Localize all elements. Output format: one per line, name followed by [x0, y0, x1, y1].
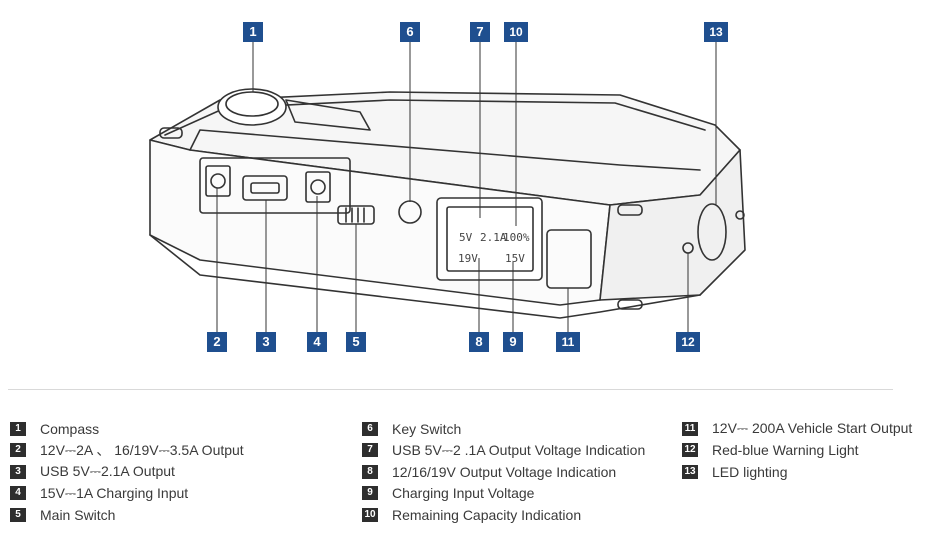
callout-12: 12: [676, 332, 700, 352]
callout-10: 10: [504, 22, 528, 42]
lcd-input-voltage: 15V: [505, 252, 525, 265]
callout-9: 9: [503, 332, 523, 352]
callout-1: 1: [243, 22, 263, 42]
compass: [217, 88, 287, 126]
lcd-usb-current: 2.1A: [480, 231, 507, 244]
callout-13: 13: [704, 22, 728, 42]
callout-11: 11: [556, 332, 580, 352]
legend-divider: [8, 389, 893, 390]
lcd-usb-voltage: 5V: [459, 231, 473, 244]
vehicle-start-output: [546, 229, 592, 289]
lcd-capacity: 100%: [503, 231, 530, 244]
callout-2: 2: [207, 332, 227, 352]
callout-5: 5: [346, 332, 366, 352]
callout-8: 8: [469, 332, 489, 352]
led-light: [697, 203, 727, 261]
callout-3: 3: [256, 332, 276, 352]
dc-output-port: [205, 165, 231, 197]
callout-4: 4: [307, 332, 327, 352]
device-drawing: 5V 2.1A 19V 100% 15V: [149, 40, 746, 333]
usb-output-port: [242, 175, 288, 201]
lcd-output-voltage: 19V: [458, 252, 478, 265]
device-right-face: [599, 149, 746, 301]
callout-7: 7: [470, 22, 490, 42]
callout-6: 6: [400, 22, 420, 42]
charging-input-port: [305, 171, 331, 203]
